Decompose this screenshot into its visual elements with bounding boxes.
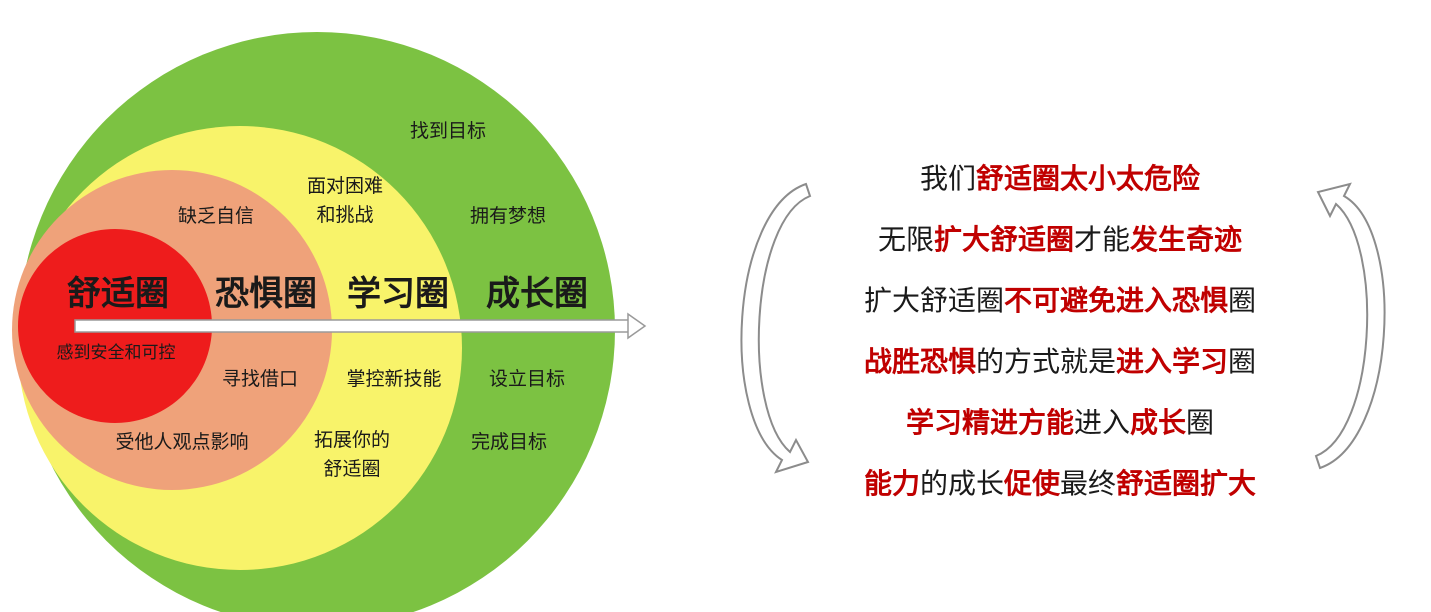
fear-item: 受他人观点影响 (115, 431, 248, 453)
left-curved-arrow (740, 182, 812, 474)
emphasis-text: 学习精进方能 (905, 406, 1074, 439)
learning-item: 和挑战 (316, 204, 373, 226)
learning-item: 拓展你的 (314, 429, 390, 451)
emphasis-text: 舒适圈太小太危险 (976, 162, 1201, 195)
right-curved-arrow (1314, 182, 1386, 470)
emphasis-text: 扩大舒适圈 (933, 223, 1074, 256)
emphasis-text: 舒适圈扩大 (1116, 467, 1257, 500)
emphasis-text: 进入学习 (1116, 345, 1229, 378)
statement-line: 战胜恐惧的方式就是进入学习圈 (790, 333, 1330, 394)
learning-zone-title: 学习圈 (347, 274, 449, 314)
statement-text: 的成长 (919, 467, 1004, 500)
statement-text: 扩大舒适圈 (863, 284, 1004, 317)
statement-line: 扩大舒适圈不可避免进入恐惧圈 (790, 272, 1330, 333)
emphasis-text: 战胜恐惧 (863, 345, 976, 378)
statement-text: 的方式就是 (975, 345, 1116, 378)
statement-text: 才能 (1074, 223, 1131, 256)
statement-text: 最终 (1060, 467, 1117, 500)
emphasis-text: 不可避免进入恐惧 (1003, 284, 1228, 317)
growth-item: 找到目标 (410, 120, 486, 142)
statement-text: 圈 (1228, 284, 1257, 317)
comfort-zone-diagram: 舒适圈 恐惧圈 学习圈 成长圈 感到安全和可控 缺乏自信 寻找借口 受他人观点影… (12, 32, 647, 612)
emphasis-text: 促使 (1003, 467, 1060, 500)
growth-item: 设立目标 (489, 368, 565, 390)
statement-text: 圈 (1228, 345, 1257, 378)
statement-text: 进入 (1073, 406, 1130, 439)
emphasis-text: 发生奇迹 (1130, 223, 1243, 256)
outward-arrow (74, 312, 647, 340)
statement-line: 无限扩大舒适圈才能发生奇迹 (790, 211, 1330, 272)
emphasis-text: 成长 (1130, 406, 1187, 439)
fear-item: 寻找借口 (222, 368, 298, 390)
growth-item: 拥有梦想 (470, 205, 546, 227)
learning-item: 舒适圈 (323, 458, 380, 480)
statement-text: 我们 (919, 162, 976, 195)
fear-item: 缺乏自信 (178, 205, 254, 227)
statement-line: 我们舒适圈太小太危险 (790, 150, 1330, 211)
statement-list: 我们舒适圈太小太危险无限扩大舒适圈才能发生奇迹扩大舒适圈不可避免进入恐惧圈战胜恐… (790, 150, 1330, 516)
cycle-arrows (740, 182, 1386, 474)
emphasis-text: 能力 (863, 467, 920, 500)
growth-zone-title: 成长圈 (486, 274, 588, 314)
comfort-zone-title: 舒适圈 (67, 274, 169, 314)
statement-text: 圈 (1186, 406, 1215, 439)
statement-text: 无限 (877, 223, 934, 256)
comfort-zone-desc: 感到安全和可控 (57, 343, 176, 363)
statement-line: 能力的成长促使最终舒适圈扩大 (790, 455, 1330, 516)
learning-item: 掌控新技能 (346, 368, 441, 390)
growth-item: 完成目标 (471, 431, 547, 453)
fear-zone-title: 恐惧圈 (215, 274, 317, 314)
statement-line: 学习精进方能进入成长圈 (790, 394, 1330, 455)
learning-item: 面对困难 (307, 175, 383, 197)
